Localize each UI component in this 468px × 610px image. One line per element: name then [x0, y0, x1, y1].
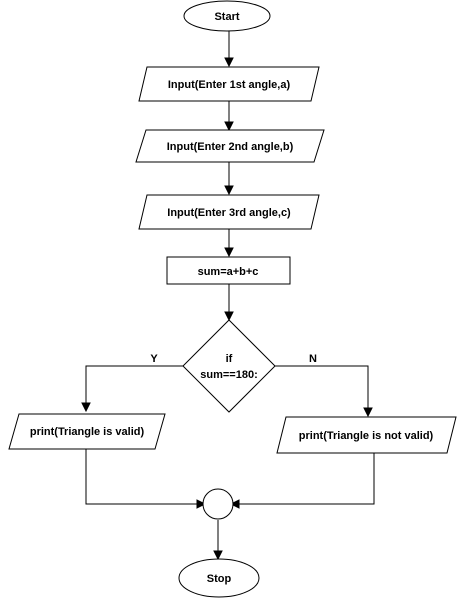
connector-circle	[202, 488, 234, 520]
sum-label: sum=a+b+c	[198, 266, 259, 278]
input-a-parallelogram	[138, 66, 320, 102]
edge-decision-yes-to-valid	[85, 365, 183, 405]
start-node: Start	[183, 0, 271, 32]
output-valid-label: print(Triangle is valid)	[30, 426, 145, 438]
arrowhead-valid	[81, 402, 91, 413]
output-invalid-node: print(Triangle is not valid)	[276, 416, 457, 454]
start-ellipse	[183, 0, 271, 32]
arrowhead-input-a	[224, 57, 234, 68]
input-a-node: Input(Enter 1st angle,a)	[138, 66, 320, 102]
arrowhead-input-c	[224, 185, 234, 196]
stop-node: Stop	[178, 558, 260, 598]
input-c-label: Input(Enter 3rd angle,c)	[167, 207, 291, 219]
output-invalid-label: print(Triangle is not valid)	[299, 430, 434, 442]
input-c-parallelogram	[138, 194, 320, 230]
output-invalid-parallelogram	[276, 416, 457, 454]
input-c-node: Input(Enter 3rd angle,c)	[138, 194, 320, 230]
edge-invalid-to-connector	[238, 453, 375, 505]
decision-label-line2: sum==180:	[200, 369, 257, 381]
arrowhead-input-b	[224, 121, 234, 132]
sum-rectangle	[166, 256, 291, 285]
input-b-node: Input(Enter 2nd angle,b)	[135, 129, 325, 163]
input-b-parallelogram	[135, 129, 325, 163]
stop-label: Stop	[207, 573, 232, 585]
decision-node: if sum==180:	[182, 319, 276, 413]
arrowhead-sum	[224, 247, 234, 258]
input-b-label: Input(Enter 2nd angle,b)	[167, 141, 294, 153]
output-valid-node: print(Triangle is valid)	[8, 413, 166, 450]
branch-yes-label: Y	[150, 353, 158, 365]
sum-node: sum=a+b+c	[166, 256, 291, 285]
start-label: Start	[214, 11, 239, 23]
edge-valid-to-connector	[85, 449, 198, 505]
connector-node	[202, 488, 234, 520]
arrowhead-connector-right	[229, 499, 240, 509]
input-a-label: Input(Enter 1st angle,a)	[168, 79, 291, 91]
arrowhead-decision	[224, 311, 234, 322]
decision-diamond	[182, 319, 276, 413]
arrowhead-connector-left	[196, 499, 207, 509]
edge-decision-no-to-invalid	[275, 365, 369, 410]
edges	[81, 31, 375, 561]
output-valid-parallelogram	[8, 413, 166, 450]
branch-no-label: N	[309, 353, 317, 365]
arrowhead-invalid	[363, 407, 373, 418]
stop-ellipse	[178, 558, 260, 598]
arrowhead-stop	[213, 550, 223, 561]
decision-label-line1: if	[226, 353, 233, 365]
